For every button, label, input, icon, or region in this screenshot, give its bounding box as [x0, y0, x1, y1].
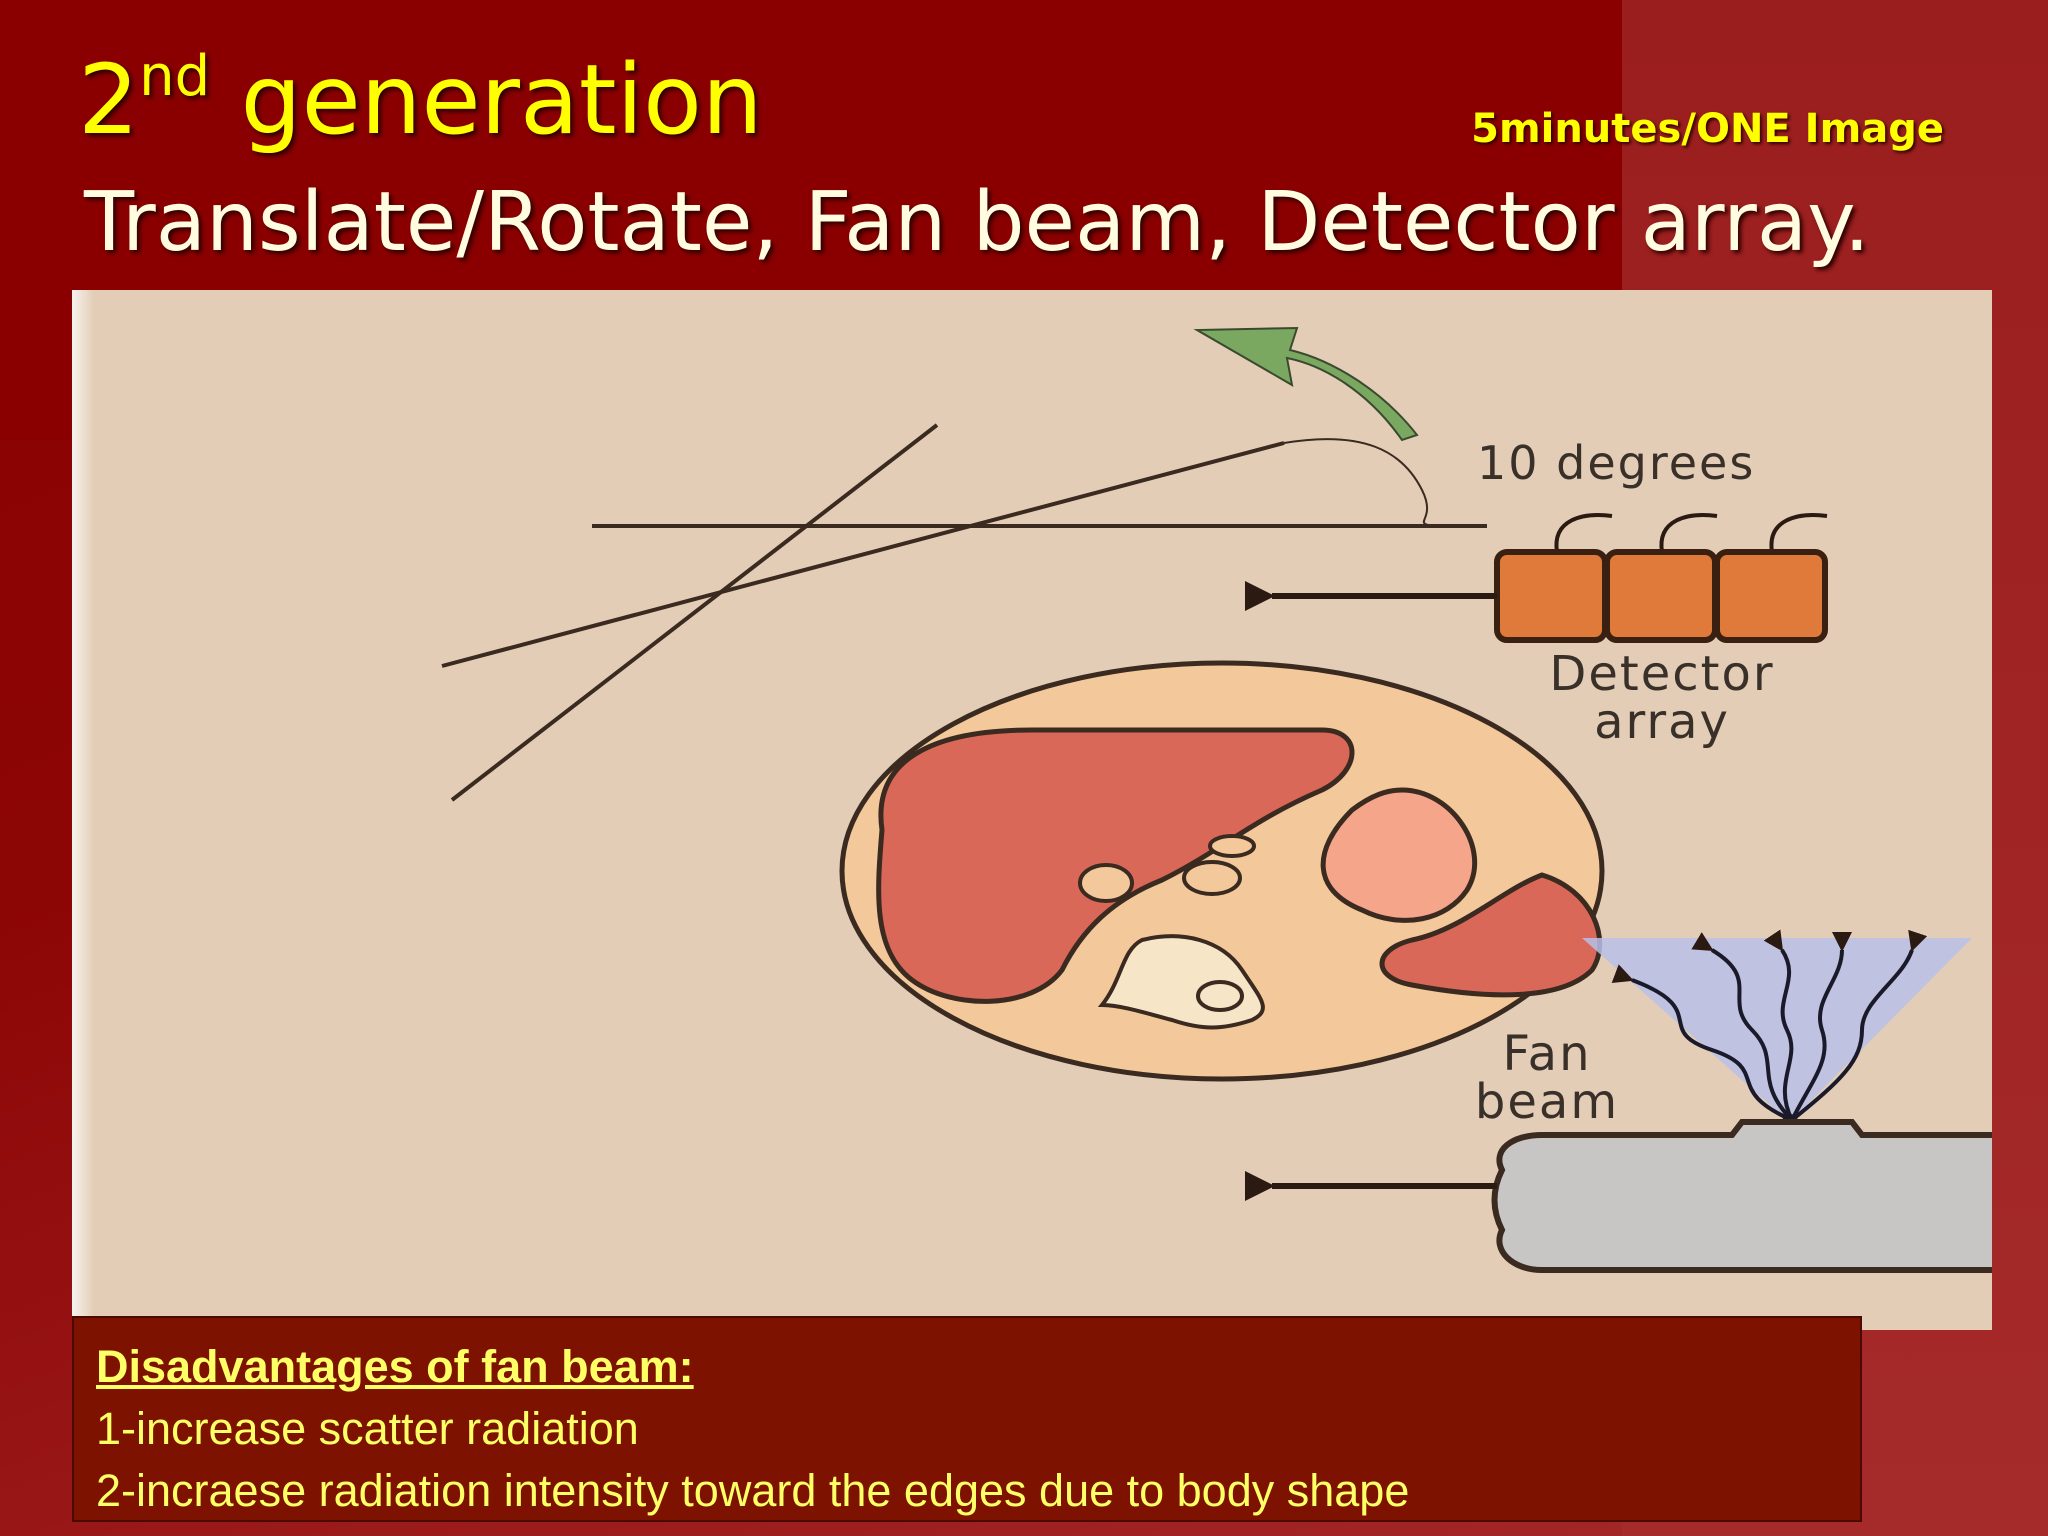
- x-ray-tube: [1491, 1119, 1992, 1273]
- generation-number: 2: [78, 44, 140, 156]
- fan-beam-label: Fan beam: [1437, 1030, 1657, 1126]
- fan-label-line1: Fan: [1502, 1026, 1592, 1082]
- disadvantage-item-2: 2-incraese radiation intensity toward th…: [96, 1465, 1410, 1516]
- detector-cable-1: [1554, 513, 1613, 553]
- detector-element-1: [1494, 549, 1608, 643]
- ct-diagram-figure: 10 degrees Detector array Fan beam: [72, 290, 1992, 1330]
- scan-time-label: 5minutes/ONE Image: [1471, 106, 1944, 152]
- disadvantages-box: Disadvantages of fan beam: 1-increase sc…: [72, 1316, 1862, 1522]
- ct-diagram-svg: [441, 326, 1992, 1273]
- angle-arc: [1283, 438, 1433, 527]
- beam-line-1: [450, 423, 939, 802]
- generation-suffix: nd: [139, 44, 211, 109]
- slide-title: 2nd generation: [78, 49, 763, 149]
- angle-label: 10 degrees: [1477, 436, 1756, 490]
- detector-cable-2: [1659, 513, 1718, 553]
- figure-left-edge: [72, 290, 94, 1330]
- detector-cable-3: [1769, 513, 1828, 553]
- rotation-arrow-icon: [1193, 326, 1419, 442]
- patient-cross-section: [839, 660, 1605, 1082]
- detector-array-label: Detector array: [1502, 650, 1822, 746]
- detector-element-2: [1604, 549, 1718, 643]
- detector-element-3: [1714, 549, 1828, 643]
- fan-beam-cone: [1582, 938, 1972, 1120]
- beam-line-2: [441, 441, 1285, 668]
- disadvantage-item-1: 1-increase scatter radiation: [96, 1403, 639, 1454]
- fan-label-line2: beam: [1474, 1074, 1620, 1130]
- fan-beam-rays: [1611, 929, 1928, 1122]
- slide-subtitle: Translate/Rotate, Fan beam, Detector arr…: [84, 175, 1870, 270]
- detector-label-line1: Detector: [1549, 646, 1775, 702]
- disadvantages-heading: Disadvantages of fan beam:: [96, 1341, 694, 1392]
- generation-word: generation: [240, 44, 763, 156]
- detector-label-line2: array: [1594, 694, 1730, 750]
